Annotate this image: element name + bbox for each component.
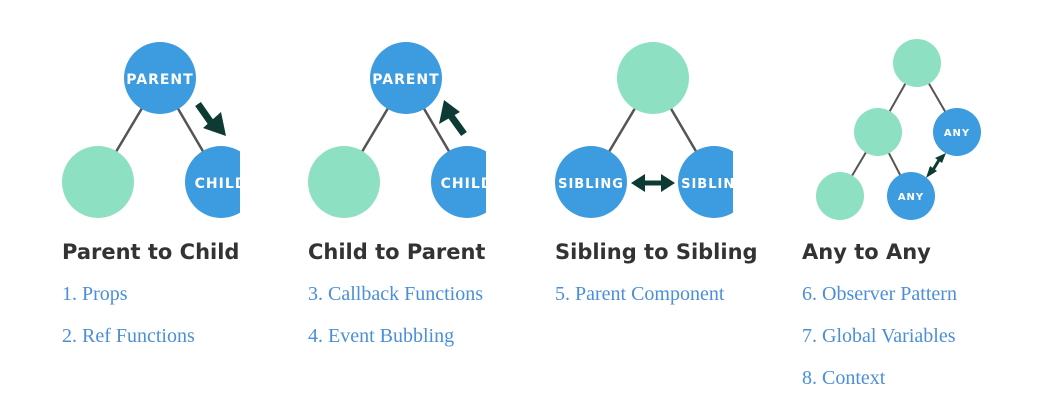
child-node (185, 146, 240, 218)
parent-node-label: PARENT (126, 72, 193, 88)
panel-parent-to-child: PARENT CHILD Parent to Child 1. Props 2.… (0, 0, 240, 418)
link-observer-pattern[interactable]: 6. Observer Pattern (802, 283, 957, 305)
panel-heading: Any to Any (802, 240, 931, 264)
parent-node (370, 42, 442, 114)
leaf-node (816, 172, 864, 220)
sibling-to-sibling-graph: SIBLING SIBLING (555, 42, 733, 218)
middle-node (854, 108, 902, 156)
child-node (431, 146, 486, 218)
sibling-node-label: SIBLING (681, 177, 733, 192)
any-node-upper (933, 108, 981, 156)
panel-heading: Parent to Child (62, 240, 240, 264)
link-callback-functions[interactable]: 3. Callback Functions (308, 283, 483, 305)
arrow-up-left-icon (439, 100, 467, 137)
sibling-node-label: SIBLING (558, 177, 624, 192)
double-arrow-icon (926, 153, 946, 178)
sibling-node-right (678, 146, 733, 218)
child-node-label: CHILD (441, 176, 486, 192)
link-list: 6. Observer Pattern 7. Global Variables … (802, 283, 957, 409)
link-event-bubbling[interactable]: 4. Event Bubbling (308, 325, 455, 347)
parent-node (617, 42, 689, 114)
panel-any-to-any: ANY ANY Any to Any 6. Observer Pattern 7… (740, 0, 981, 418)
arrow-down-right-icon (195, 101, 226, 136)
link-list: 5. Parent Component (555, 283, 724, 325)
child-node-plain (308, 146, 380, 218)
any-to-any-graph: ANY ANY (816, 39, 981, 220)
link-ref-functions[interactable]: 2. Ref Functions (62, 325, 195, 347)
link-list: 3. Callback Functions 4. Event Bubbling (308, 283, 483, 367)
root-node (893, 39, 941, 87)
any-node-lower (887, 172, 935, 220)
any-node-label: ANY (898, 192, 924, 203)
double-arrow-icon (631, 174, 675, 192)
panel-sibling-to-sibling: SIBLING SIBLING Sibling to Sibling 5. Pa… (493, 0, 758, 418)
link-list: 1. Props 2. Ref Functions (62, 283, 195, 367)
any-node-label: ANY (944, 128, 970, 139)
panel-heading: Sibling to Sibling (555, 240, 758, 264)
link-context[interactable]: 8. Context (802, 367, 886, 389)
link-global-variables[interactable]: 7. Global Variables (802, 325, 956, 347)
link-props[interactable]: 1. Props (62, 283, 128, 305)
child-node-plain (62, 146, 134, 218)
panel-heading: Child to Parent (308, 240, 486, 264)
panel-child-to-parent: PARENT CHILD Child to Parent 3. Callback… (246, 0, 486, 418)
parent-to-child-graph: PARENT CHILD (62, 42, 240, 218)
parent-node-label: PARENT (372, 72, 439, 88)
parent-node (124, 42, 196, 114)
sibling-node-left (555, 146, 627, 218)
link-parent-component[interactable]: 5. Parent Component (555, 283, 725, 305)
child-node-label: CHILD (195, 176, 240, 192)
child-to-parent-graph: PARENT CHILD (308, 42, 486, 218)
